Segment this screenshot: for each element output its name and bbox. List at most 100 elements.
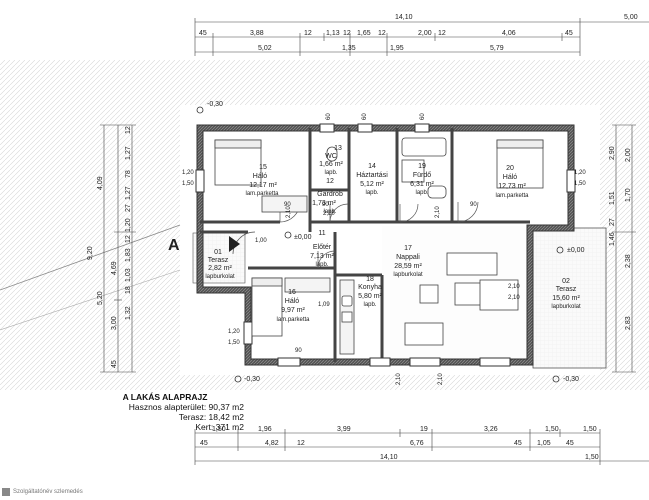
svg-text:12,73 m²: 12,73 m² — [498, 183, 526, 190]
svg-text:lapburkolat: lapburkolat — [393, 272, 423, 278]
svg-text:lapb.: lapb. — [323, 209, 336, 215]
opening-label-3: 2,10 — [508, 295, 520, 301]
svg-text:3,00: 3,00 — [111, 316, 118, 330]
wardrobe-15 — [261, 195, 308, 213]
armchair-1 — [419, 284, 439, 304]
svg-text:6,31 m²: 6,31 m² — [410, 181, 434, 188]
svg-text:90: 90 — [284, 202, 291, 208]
room-label-14: 14 Háztartási 5,12 m² lapb. — [356, 163, 388, 196]
source-credit-text: Szolgáltatónév szlemedés — [13, 489, 83, 495]
svg-text:1,51: 1,51 — [609, 191, 616, 205]
svg-text:7,13 m²: 7,13 m² — [310, 253, 334, 260]
garden-area: Kert: 371 m2 — [195, 422, 244, 432]
svg-text:45: 45 — [199, 30, 207, 37]
svg-text:45: 45 — [566, 440, 574, 447]
svg-text:2,00: 2,00 — [625, 148, 632, 162]
shower — [401, 159, 425, 183]
svg-text:Háló: Háló — [285, 298, 300, 305]
svg-text:12,17 m²: 12,17 m² — [249, 182, 277, 189]
svg-text:12: 12 — [438, 30, 446, 37]
bathtub — [401, 137, 447, 157]
svg-text:2,00: 2,00 — [418, 30, 432, 37]
room-label-18: 18 Konyha 5,80 m² lapb. — [358, 276, 382, 308]
window-dim-f: 1,50 — [228, 340, 240, 346]
sofa — [446, 252, 498, 276]
svg-text:1,35: 1,35 — [342, 45, 356, 52]
svg-text:15: 15 — [259, 164, 267, 171]
stove — [341, 311, 353, 323]
room-label-12: 12 Gardrób 1,73 m² lapb. — [312, 178, 343, 215]
svg-text:18: 18 — [125, 286, 132, 294]
window-dim-a: 1,20 — [182, 170, 194, 176]
room-label-15: 15 Háló 12,17 m² lam.parketta — [245, 164, 279, 197]
exterior-wall-fill — [197, 125, 574, 365]
svg-text:lapb.: lapb. — [324, 170, 337, 176]
svg-text:2,10: 2,10 — [286, 206, 292, 218]
room-label-20: 20 Háló 12,73 m² lam.parketta — [495, 165, 529, 199]
entrance-arrow — [229, 236, 240, 252]
top-dimensions — [194, 18, 649, 56]
svg-text:19: 19 — [418, 163, 426, 170]
svg-text:1,70: 1,70 — [625, 188, 632, 202]
svg-text:5,79: 5,79 — [490, 45, 504, 52]
bottom-dimensions — [194, 429, 649, 465]
sink — [341, 295, 353, 307]
svg-text:lapb.: lapb. — [415, 190, 428, 196]
svg-text:20: 20 — [506, 165, 514, 172]
svg-text:Háló: Háló — [503, 174, 518, 181]
room-label-02: 02 Terasz 15,60 m² lapburkolat — [551, 278, 581, 310]
svg-text:4,82: 4,82 — [265, 440, 279, 447]
svg-text:1,27: 1,27 — [125, 186, 132, 200]
svg-text:1,05: 1,05 — [537, 440, 551, 447]
svg-text:1,73 m²: 1,73 m² — [312, 200, 336, 207]
svg-text:28,59 m²: 28,59 m² — [394, 263, 422, 270]
terrace-area: Terasz: 18,42 m2 — [178, 412, 244, 422]
useful-area: Hasznos alapterület: 90,37 m2 — [128, 402, 244, 412]
level-markers — [196, 106, 564, 383]
opening-label-2: 2,10 — [508, 284, 520, 290]
svg-text:12: 12 — [343, 30, 351, 37]
interior-walls — [200, 128, 530, 362]
door-labels: 60 60 60 90 90 90 90 2,10 2,10 2,10 2,10… — [284, 113, 477, 385]
svg-text:1,13: 1,13 — [326, 30, 340, 37]
svg-text:45: 45 — [200, 440, 208, 447]
bed-16 — [251, 277, 283, 337]
svg-text:1,46: 1,46 — [609, 232, 616, 246]
plan-summary: A LAKÁS ALAPRAJZ Hasznos alapterület: 90… — [70, 392, 250, 432]
opening-label-1: 1,00 — [255, 238, 267, 244]
dim-top-right: 5,00 — [624, 14, 638, 21]
svg-text:1,95: 1,95 — [390, 45, 404, 52]
svg-text:Terasz: Terasz — [208, 257, 229, 264]
svg-text:90: 90 — [322, 202, 329, 208]
window-dim-c: 1,20 — [574, 170, 586, 176]
terrace-02-floor — [532, 227, 607, 369]
svg-text:5,12 m²: 5,12 m² — [360, 181, 384, 188]
svg-text:lapb.: lapb. — [363, 302, 376, 308]
svg-text:1,83: 1,83 — [125, 248, 132, 262]
svg-text:1,32: 1,32 — [125, 306, 132, 320]
svg-text:12: 12 — [304, 30, 312, 37]
dim-left-col1: 4,09 9,20 5,20 3,00 4,69 45 — [87, 176, 118, 368]
window-dim-b: 1,50 — [182, 181, 194, 187]
dim-right-col1: 2,00 1,70 2,38 2,83 — [625, 148, 632, 330]
level-entrance: ±0,00 — [294, 234, 312, 241]
svg-text:lam.parketta: lam.parketta — [245, 191, 279, 197]
svg-text:45: 45 — [514, 440, 522, 447]
svg-text:1,65: 1,65 — [357, 30, 371, 37]
left-dimensions — [100, 124, 136, 373]
svg-text:60: 60 — [420, 113, 426, 120]
dim-top-row2: 5,02 1,35 1,95 5,79 — [258, 45, 504, 52]
furniture — [214, 137, 544, 355]
svg-text:12: 12 — [297, 440, 305, 447]
level-corner-tl: -0,30 — [207, 101, 223, 108]
svg-text:12: 12 — [378, 30, 386, 37]
svg-text:2,38: 2,38 — [625, 254, 632, 268]
svg-text:2,10: 2,10 — [396, 373, 402, 385]
wc-bowl — [326, 146, 338, 162]
svg-text:lapburkolat: lapburkolat — [205, 274, 235, 280]
svg-text:4,69: 4,69 — [111, 261, 118, 275]
svg-text:Háló: Háló — [253, 173, 268, 180]
svg-text:1,27: 1,27 — [125, 146, 132, 160]
dining-table — [404, 322, 444, 346]
svg-text:45: 45 — [565, 30, 573, 37]
